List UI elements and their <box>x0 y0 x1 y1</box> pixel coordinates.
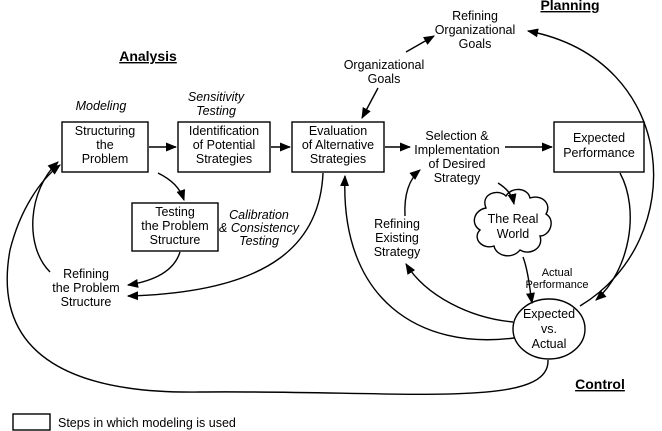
svg-text:Strategy: Strategy <box>374 245 421 259</box>
arrow-org-goals-to-evaluation <box>361 87 379 119</box>
svg-text:Organizational: Organizational <box>435 23 516 37</box>
svg-text:Refining: Refining <box>63 267 109 281</box>
svg-text:Testing: Testing <box>196 104 236 118</box>
svg-text:Refining: Refining <box>452 9 498 23</box>
svg-text:Organizational: Organizational <box>344 58 425 72</box>
control-header: Control <box>575 376 625 392</box>
arrow-control-to-refining-goals <box>526 28 655 307</box>
legend-label: Steps in which modeling is used <box>58 416 236 430</box>
organizational-goals-label: Organizational Goals <box>344 58 425 86</box>
svg-text:Strategies: Strategies <box>196 152 252 166</box>
refining-organizational-goals-label: Refining Organizational Goals <box>435 9 516 51</box>
svg-text:Implementation: Implementation <box>414 143 500 157</box>
expected-performance-box: Expected Performance <box>553 121 645 173</box>
svg-text:Strategy: Strategy <box>434 171 481 185</box>
arrow-refining-strategy-to-selection <box>404 169 421 217</box>
svg-text:Goals: Goals <box>459 37 492 51</box>
expected-vs-actual-node: Expected vs. Actual <box>512 298 586 360</box>
arrow-control-to-evaluation <box>340 174 515 341</box>
modeling-annotation: Modeling <box>76 99 127 113</box>
structuring-problem-box: Structuring the Problem <box>61 121 149 173</box>
svg-text:Selection &: Selection & <box>425 129 489 143</box>
calibration-annotation: Calibration & Consistency Testing <box>219 208 300 248</box>
arrow-control-to-structuring <box>6 164 549 396</box>
svg-text:the Problem: the Problem <box>52 281 119 295</box>
svg-text:Expected: Expected <box>573 131 625 145</box>
svg-text:Performance: Performance <box>563 146 635 160</box>
svg-text:World: World <box>497 227 529 241</box>
arrow-control-to-refining-strategy <box>405 263 514 323</box>
legend-swatch <box>12 413 51 431</box>
svg-text:of Alternative: of Alternative <box>302 138 374 152</box>
arrow-structuring-to-testing <box>157 172 186 202</box>
svg-text:Goals: Goals <box>368 72 401 86</box>
svg-text:Identification: Identification <box>189 124 259 138</box>
svg-text:Performance: Performance <box>526 279 589 291</box>
svg-text:of Potential: of Potential <box>193 138 256 152</box>
legend: Steps in which modeling is used <box>12 413 236 431</box>
svg-text:Actual: Actual <box>532 337 567 351</box>
svg-text:Strategies: Strategies <box>310 152 366 166</box>
refining-existing-strategy-label: Refining Existing Strategy <box>374 217 421 259</box>
svg-text:Problem: Problem <box>82 152 129 166</box>
arrow-testing-to-refining-problem <box>126 251 181 288</box>
svg-text:Structure: Structure <box>61 295 112 309</box>
arrow-expected-performance-to-control <box>595 172 631 301</box>
identification-strategies-box: Identification of Potential Strategies <box>177 121 271 173</box>
arrow-org-goals-to-refining-goals <box>405 35 435 53</box>
svg-text:Testing: Testing <box>155 205 195 219</box>
svg-text:vs.: vs. <box>541 322 557 336</box>
svg-text:Structuring: Structuring <box>75 124 135 138</box>
actual-performance-label: Actual Performance <box>526 267 589 291</box>
arrow-real-world-to-control <box>522 256 535 305</box>
svg-text:The Real: The Real <box>488 212 539 226</box>
arrow-refining-problem-to-structuring <box>32 161 59 273</box>
analysis-header: Analysis <box>119 48 177 64</box>
arrow-evaluation-to-refining-problem <box>126 172 324 301</box>
svg-text:Actual: Actual <box>542 267 573 279</box>
planning-header: Planning <box>540 0 599 13</box>
svg-text:Calibration: Calibration <box>229 208 289 222</box>
svg-text:Testing: Testing <box>239 234 279 248</box>
svg-text:Existing: Existing <box>375 231 419 245</box>
selection-implementation-label: Selection & Implementation of Desired St… <box>414 129 500 185</box>
refining-problem-structure-label: Refining the Problem Structure <box>52 267 119 309</box>
svg-text:Sensitivity: Sensitivity <box>188 90 245 104</box>
arrow-selection-to-real-world <box>497 182 517 206</box>
svg-text:Evaluation: Evaluation <box>309 124 367 138</box>
svg-text:Expected: Expected <box>523 307 575 321</box>
sensitivity-annotation: Sensitivity Testing <box>188 90 245 118</box>
svg-text:Refining: Refining <box>374 217 420 231</box>
svg-text:the Problem: the Problem <box>141 219 208 233</box>
svg-text:Structure: Structure <box>150 233 201 247</box>
svg-text:& Consistency: & Consistency <box>219 221 300 235</box>
testing-structure-box: Testing the Problem Structure <box>131 202 219 252</box>
evaluation-strategies-box: Evaluation of Alternative Strategies <box>291 121 385 173</box>
real-world-cloud: The Real World <box>473 188 552 257</box>
svg-text:the: the <box>96 138 113 152</box>
svg-text:of Desired: of Desired <box>429 157 486 171</box>
